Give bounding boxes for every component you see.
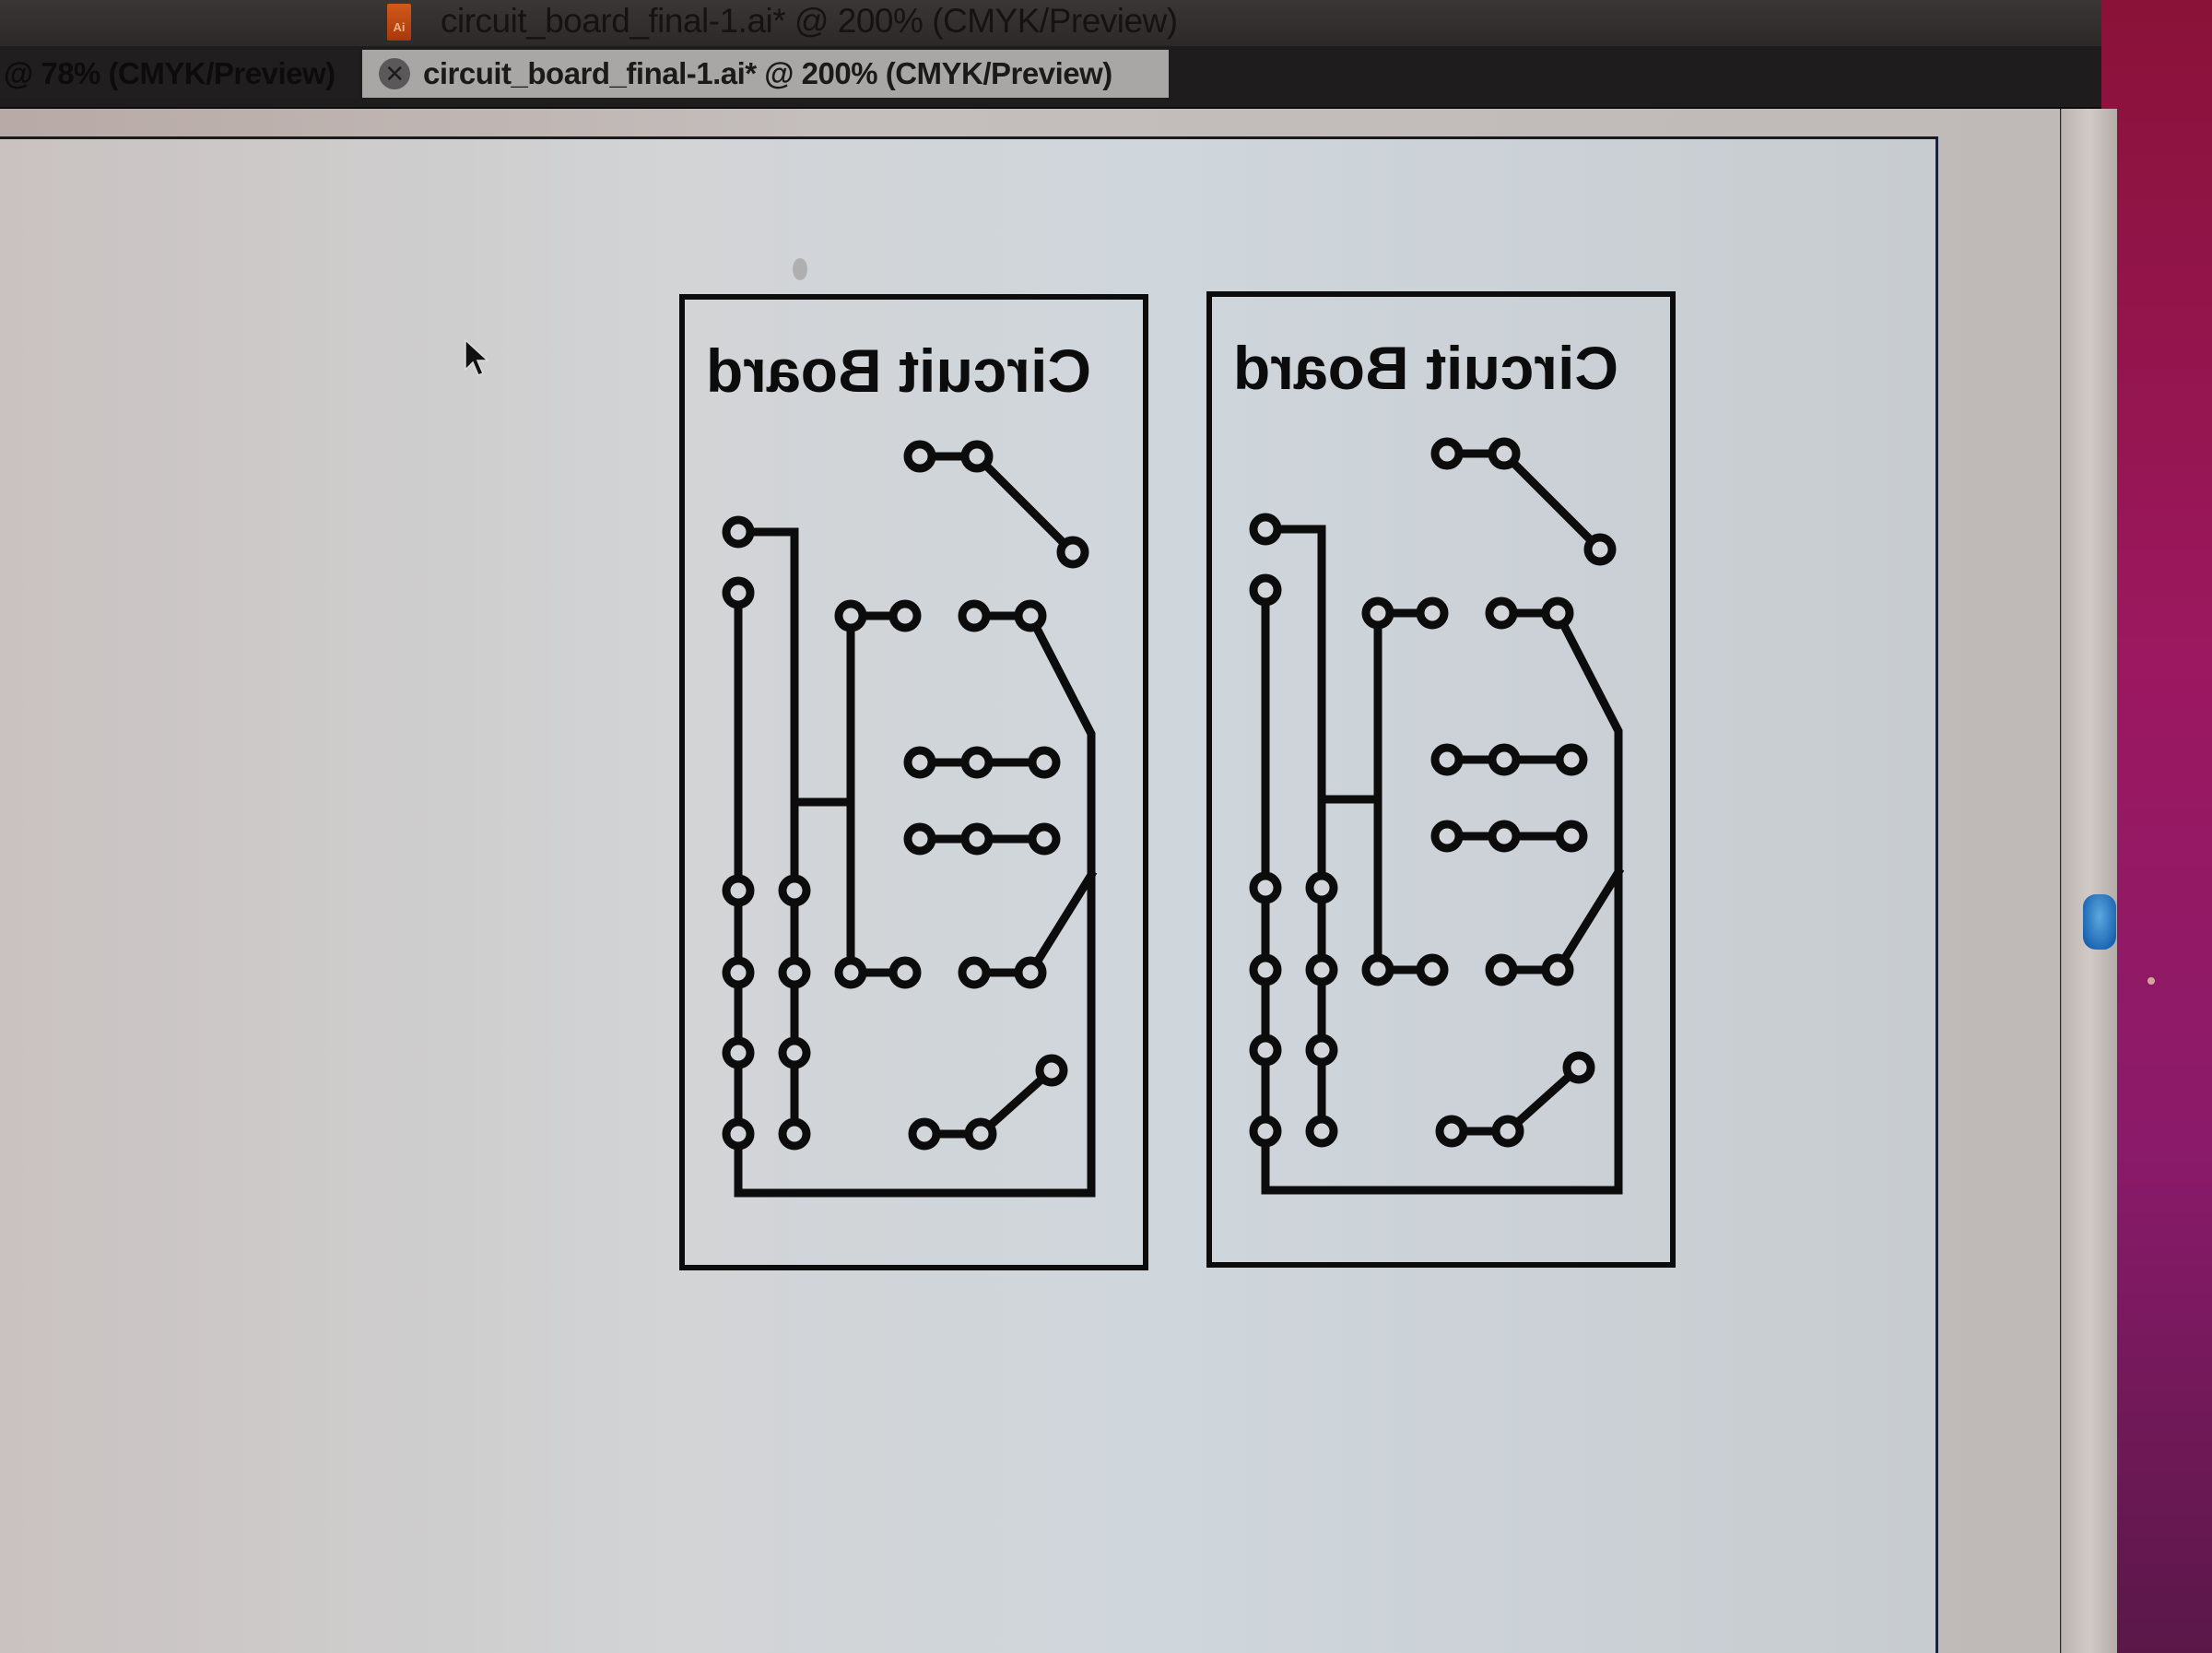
close-icon[interactable]: ✕ <box>379 58 410 89</box>
tab-document-78[interactable]: @ 78% (CMYK/Preview) <box>0 50 359 98</box>
board-label: Circuit Board <box>706 337 1091 405</box>
desktop-sparkle <box>2147 977 2155 985</box>
tab-circuit-board-final[interactable]: ✕ circuit_board_final-1.ai* @ 200% (CMYK… <box>362 50 1169 98</box>
desktop-background <box>2101 0 2212 1653</box>
circuit-board-1[interactable]: Circuit Board <box>682 297 1146 1268</box>
window-title: circuit_board_final-1.ai* @ 200% (CMYK/P… <box>441 2 1178 40</box>
scrollbar-thumb[interactable] <box>2083 894 2116 950</box>
illustrator-file-icon: Ai <box>387 4 411 41</box>
screen-smudge <box>793 258 807 280</box>
document-tab-bar: @ 78% (CMYK/Preview) ✕ circuit_board_fin… <box>0 46 2101 110</box>
window-titlebar: Ai circuit_board_final-1.ai* @ 200% (CMY… <box>0 0 2101 46</box>
vertical-scrollbar[interactable] <box>2061 109 2117 1653</box>
board-label: Circuit Board <box>1233 334 1618 402</box>
mouse-cursor-icon <box>465 338 489 376</box>
tab-label: @ 78% (CMYK/Preview) <box>4 56 335 90</box>
tab-label: circuit_board_final-1.ai* @ 200% (CMYK/P… <box>423 56 1112 90</box>
circuit-board-2[interactable]: Circuit Board <box>1209 294 1673 1265</box>
